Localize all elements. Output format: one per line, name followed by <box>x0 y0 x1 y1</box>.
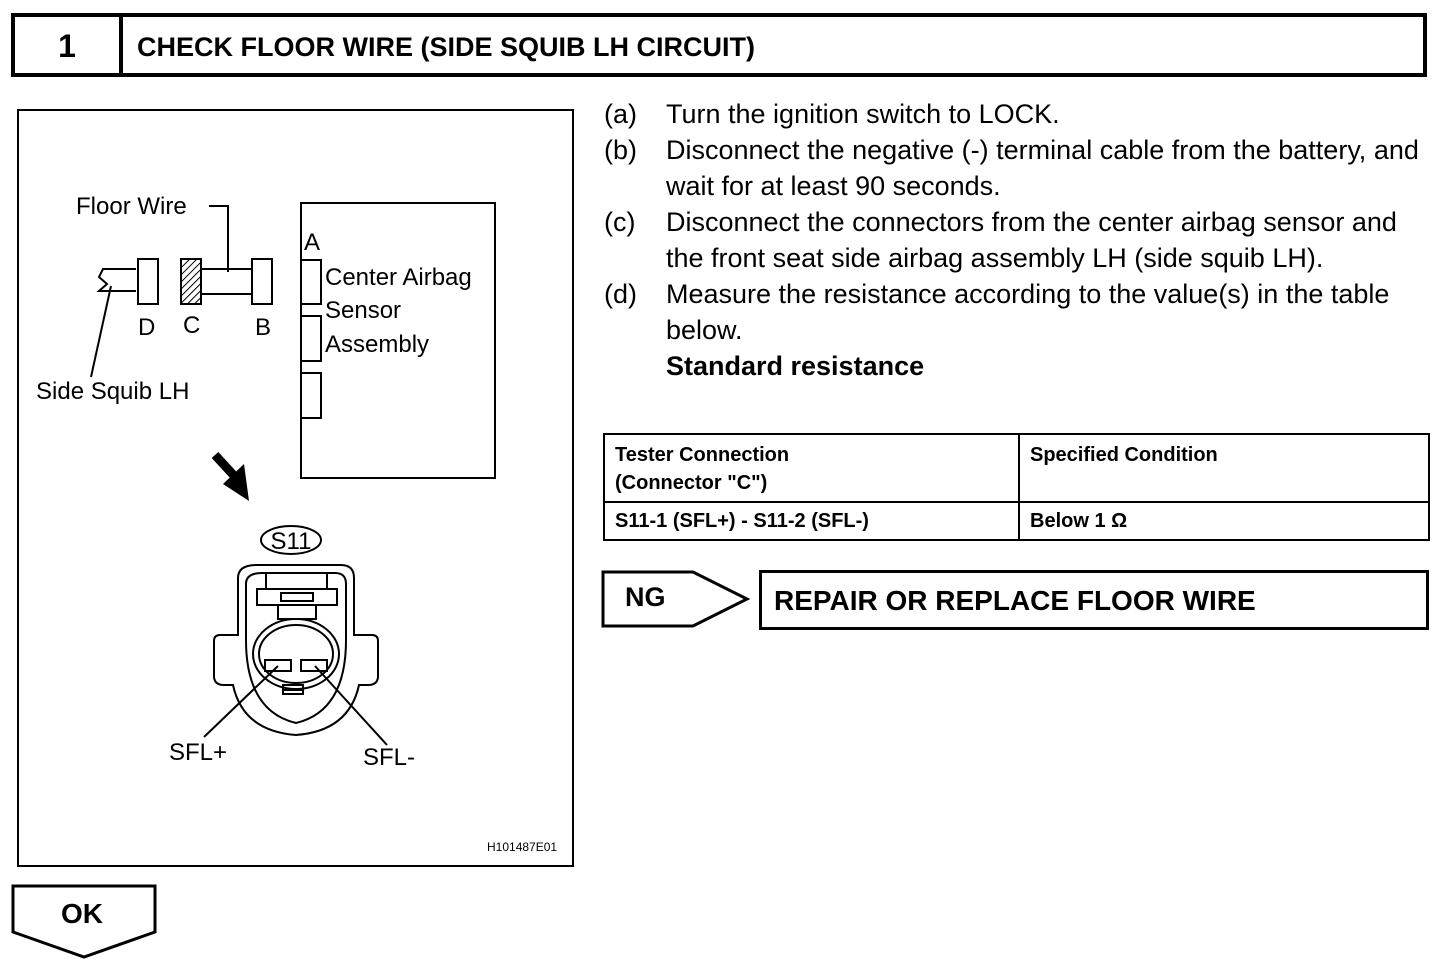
connector-c-label: C <box>183 312 200 339</box>
ok-label: OK <box>61 898 103 929</box>
sensor-label-line1: Center Airbag <box>325 264 472 291</box>
ok-indicator: OK <box>11 884 159 965</box>
step-b-label: (b) <box>604 135 637 165</box>
cell-condition: Below 1 Ω <box>1018 501 1430 541</box>
floor-wire-label: Floor Wire <box>76 193 187 220</box>
step-d-text: Measure the resistance according to the … <box>666 279 1390 345</box>
step-header: 1 CHECK FLOOR WIRE (SIDE SQUIB LH CIRCUI… <box>11 13 1427 77</box>
center-airbag-sensor-box <box>300 202 496 479</box>
sensor-label-line2: Sensor <box>325 297 401 324</box>
connector-a-label: A <box>304 229 320 256</box>
sfl-minus-label: SFL- <box>363 744 415 771</box>
sensor-connector-2 <box>300 315 322 362</box>
connector-b <box>251 258 273 305</box>
connector-b-label: B <box>255 314 271 341</box>
sfl-plus-label: SFL+ <box>169 739 227 766</box>
side-squib-label: Side Squib LH <box>36 378 189 405</box>
step-a: (a) Turn the ignition switch to LOCK. <box>604 96 1434 132</box>
ng-indicator: NG <box>601 570 751 633</box>
step-a-text: Turn the ignition switch to LOCK. <box>666 99 1060 129</box>
ng-label: NG <box>625 582 666 612</box>
table-row: S11-1 (SFL+) - S11-2 (SFL-) Below 1 Ω <box>603 501 1430 541</box>
step-c: (c) Disconnect the connectors from the c… <box>604 204 1434 276</box>
floor-wire-leader <box>209 205 229 272</box>
wiring-diagram: Floor Wire D C B Side Squib LH A C <box>36 193 557 854</box>
connector-d <box>137 258 159 305</box>
table-header-row: Tester Connection (Connector "C") Specif… <box>603 433 1430 503</box>
col-header-specified-condition: Specified Condition <box>1018 433 1430 503</box>
connector-d-label: D <box>138 314 155 341</box>
procedure-steps: (a) Turn the ignition switch to LOCK. (b… <box>604 96 1434 384</box>
step-c-label: (c) <box>604 207 636 237</box>
step-a-label: (a) <box>604 99 637 129</box>
sensor-label-line3: Assembly <box>325 331 429 358</box>
sensor-connector-1 <box>300 259 322 305</box>
connector-c <box>180 258 202 305</box>
step-title: CHECK FLOOR WIRE (SIDE SQUIB LH CIRCUIT) <box>137 32 755 62</box>
wiring-figure: Floor Wire D C B Side Squib LH A C <box>17 109 574 867</box>
ng-arrow-shape <box>601 570 751 628</box>
connector-s11-face <box>213 564 379 737</box>
step-b-text: Disconnect the negative (-) terminal cab… <box>666 135 1419 201</box>
arrow-icon <box>211 451 249 501</box>
spec-title: Standard resistance <box>666 351 925 381</box>
step-d-label: (d) <box>604 279 637 309</box>
step-d: (d) Measure the resistance according to … <box>604 276 1434 348</box>
sensor-connector-3 <box>300 372 322 419</box>
step-b: (b) Disconnect the negative (-) terminal… <box>604 132 1434 204</box>
resistance-table: Tester Connection (Connector "C") Specif… <box>603 433 1430 541</box>
figure-code: H101487E01 <box>487 840 557 854</box>
col-header-tester-connection: Tester Connection (Connector "C") <box>603 433 1020 503</box>
connector-id-badge <box>260 525 322 555</box>
ng-action-box: REPAIR OR REPLACE FLOOR WIRE <box>759 570 1429 630</box>
connector-id: S11 <box>271 528 312 555</box>
step-c-text: Disconnect the connectors from the cente… <box>666 207 1397 273</box>
step-number: 1 <box>15 17 123 73</box>
ok-arrow-shape <box>11 884 157 959</box>
cell-connection: S11-1 (SFL+) - S11-2 (SFL-) <box>603 501 1020 541</box>
